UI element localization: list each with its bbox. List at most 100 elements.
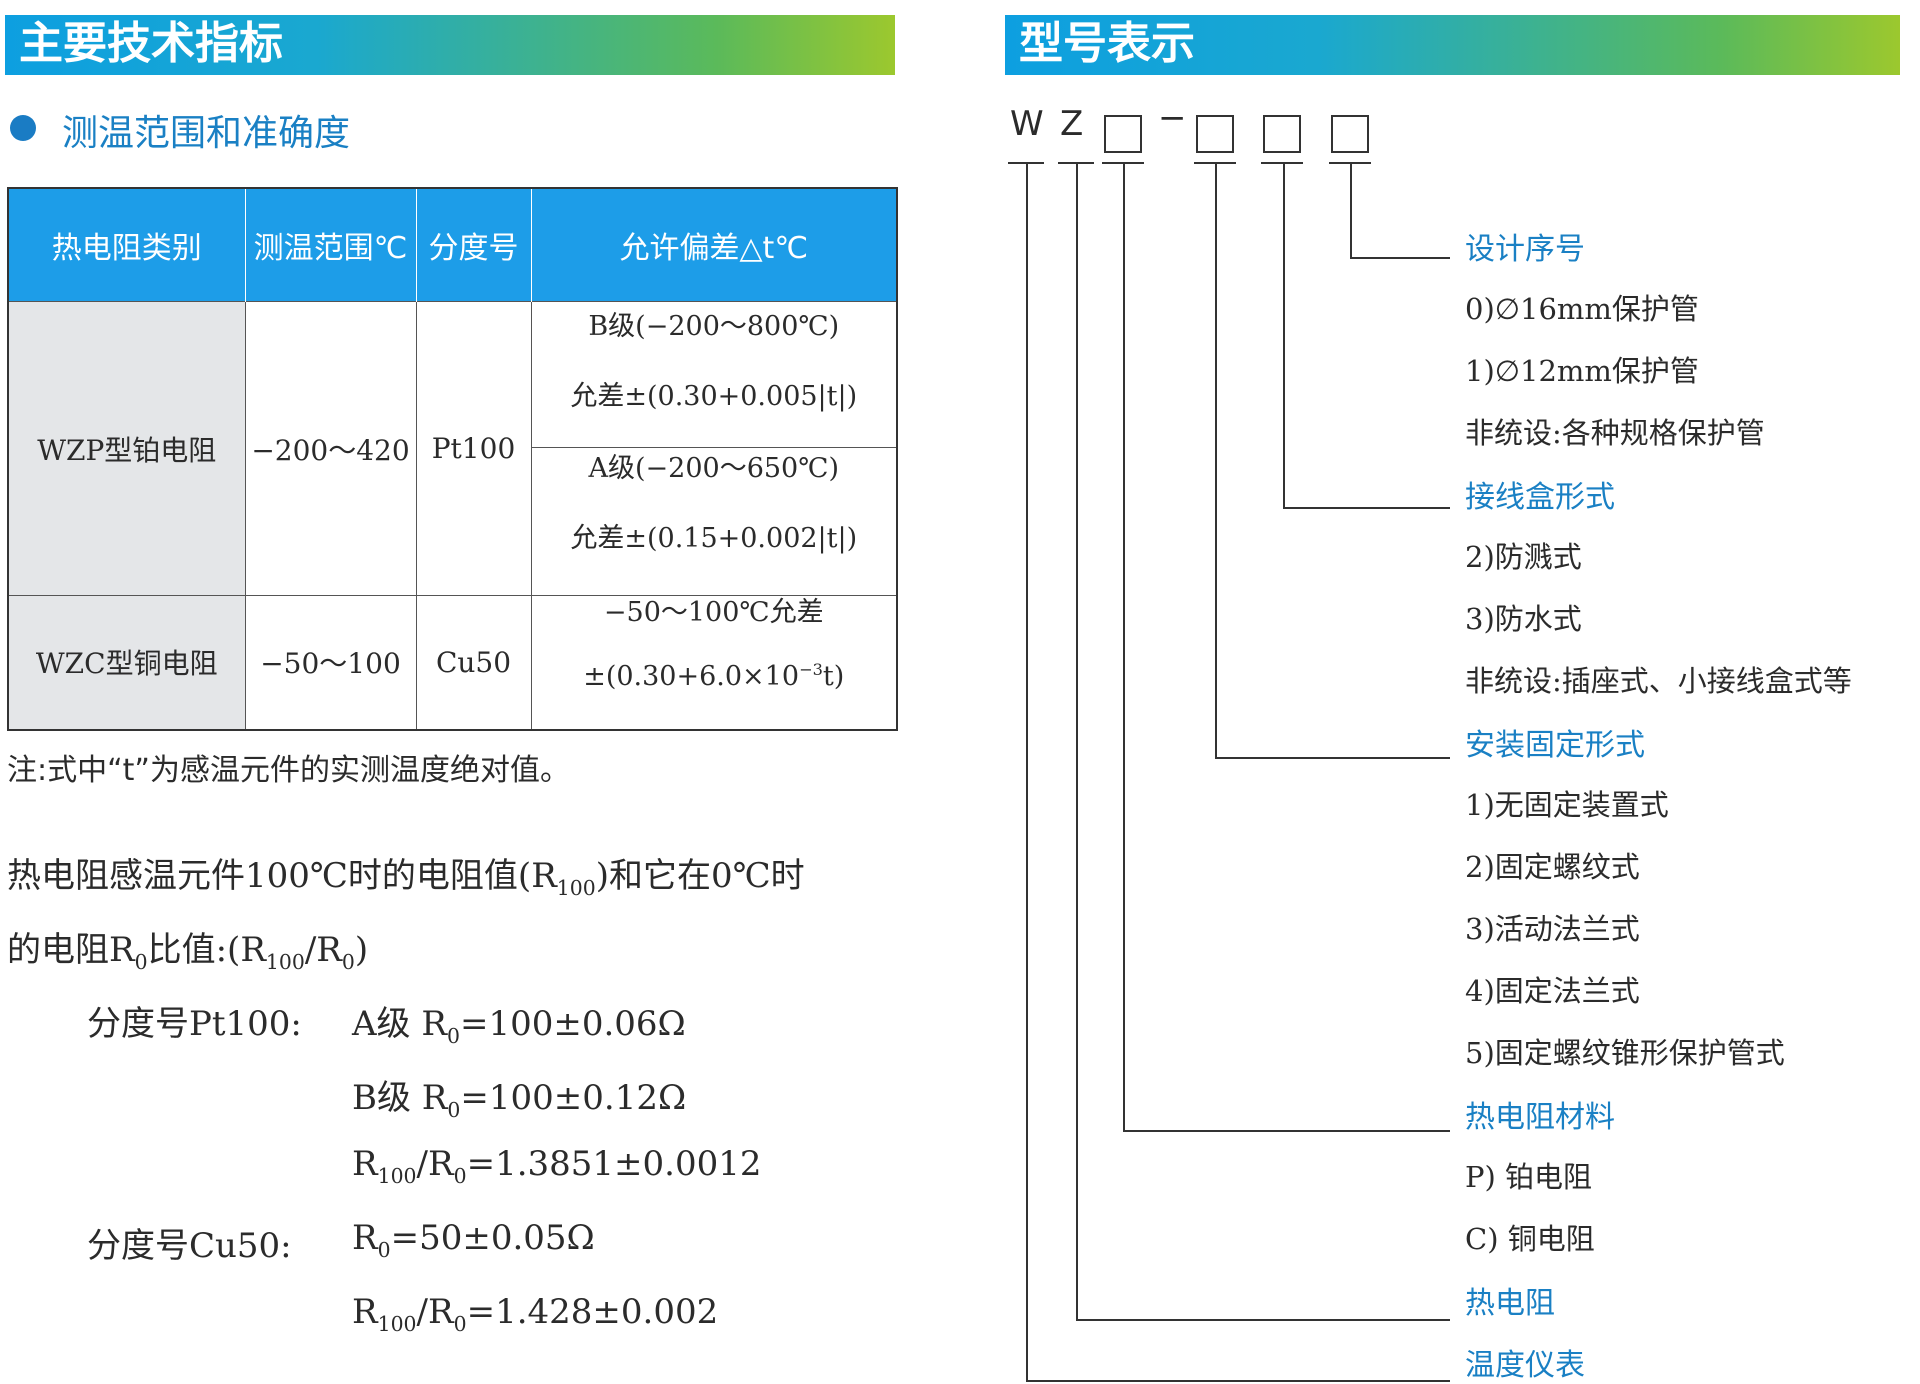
p2-sub2: 100 bbox=[265, 949, 305, 974]
legend-item: 2)防溅式 bbox=[1465, 540, 1582, 574]
p2-end: ) bbox=[354, 930, 369, 970]
pt100-b-formula: B级 R0=100±0.12Ω bbox=[352, 1070, 686, 1122]
cell-category: WZC型铜电阻 bbox=[7, 595, 246, 730]
legend-item: 2)固定螺纹式 bbox=[1465, 850, 1640, 884]
connector-mounting bbox=[1215, 162, 1217, 757]
underline-box3 bbox=[1261, 162, 1303, 164]
bullet-dot-icon bbox=[10, 115, 36, 141]
f-pt-b-post: =100±0.12Ω bbox=[460, 1078, 687, 1118]
section-banner-specs: 主要技术指标 bbox=[5, 15, 895, 75]
cell-range: −200～420 bbox=[244, 301, 417, 596]
f-cu-ratio-sub2: 0 bbox=[453, 1311, 467, 1336]
section-banner-model: 型号表示 bbox=[1005, 15, 1900, 75]
cell-index: Pt100 bbox=[415, 301, 532, 596]
legend-item: P) 铂电阻 bbox=[1465, 1160, 1593, 1194]
f-pt-r-post: =1.3851±0.0012 bbox=[466, 1144, 762, 1184]
p2-sub: 0 bbox=[134, 949, 148, 974]
subsection-title: 测温范围和准确度 bbox=[62, 113, 351, 154]
connector-material bbox=[1123, 162, 1125, 1130]
p1-post: )和它在0℃时 bbox=[595, 856, 805, 896]
legend-item: 4)固定法兰式 bbox=[1465, 974, 1640, 1008]
f-pt-b-pre: B级 R bbox=[352, 1078, 448, 1118]
cell-index: Cu50 bbox=[415, 595, 532, 730]
tol-cu-line2-post: t) bbox=[822, 661, 845, 692]
p1-sub: 100 bbox=[556, 875, 596, 900]
paragraph-line-2: 的电阻R0比值:(R100/R0) bbox=[7, 922, 368, 974]
tol-cu-line2: ±(0.30+6.0×10−3t) bbox=[532, 660, 897, 692]
f-pt-r-sub2: 0 bbox=[453, 1163, 467, 1188]
table-note: 注:式中“t”为感温元件的实测温度绝对值。 bbox=[7, 753, 570, 788]
legend-heading: 温度仪表 bbox=[1465, 1348, 1585, 1383]
table-row: WZP型铂电阻 −200～420 Pt100 B级(−200～800℃) 允差±… bbox=[7, 301, 898, 596]
connector-material-h bbox=[1123, 1130, 1450, 1132]
connector-mounting-h bbox=[1215, 757, 1450, 759]
connector-instrument-h bbox=[1026, 1380, 1450, 1382]
f-cu-ratio-slash: /R bbox=[416, 1292, 454, 1332]
connector-junction bbox=[1283, 162, 1285, 507]
tol-b-value: 允差±(0.30+0.005|t|) bbox=[570, 381, 858, 412]
f-pt-a-sub: 0 bbox=[446, 1023, 460, 1048]
connector-design-h bbox=[1350, 257, 1450, 259]
tol-cu-line2-pre: ±(0.30+6.0×10 bbox=[583, 661, 800, 692]
p2-sub3: 0 bbox=[341, 949, 355, 974]
legend-item: 非统设:各种规格保护管 bbox=[1465, 416, 1765, 450]
cu50-ratio-formula: R100/R0=1.428±0.002 bbox=[352, 1292, 718, 1336]
legend-item: 0)∅16mm保护管 bbox=[1465, 292, 1699, 326]
cell-tolerance: B级(−200～800℃) 允差±(0.30+0.005|t|) A级(−200… bbox=[530, 301, 898, 596]
p2-pre: 的电阻R bbox=[7, 930, 135, 970]
tol-cu-exp: −3 bbox=[799, 660, 823, 679]
model-letter-z: Z bbox=[1060, 104, 1084, 144]
pt100-ratio-formula: R100/R0=1.3851±0.0012 bbox=[352, 1144, 762, 1188]
legend-item: 1)无固定装置式 bbox=[1465, 788, 1669, 822]
f-cu-r: R bbox=[352, 1218, 378, 1258]
pt100-a-formula: A级 R0=100±0.06Ω bbox=[352, 996, 686, 1048]
legend-heading: 接线盒形式 bbox=[1465, 480, 1615, 515]
f-cu-ratio-post: =1.428±0.002 bbox=[466, 1292, 719, 1332]
f-cu-ratio-r: R bbox=[352, 1292, 378, 1332]
cell-category: WZP型铂电阻 bbox=[7, 301, 246, 596]
connector-resistor bbox=[1076, 162, 1078, 1319]
connector-junction-h bbox=[1283, 507, 1450, 509]
legend-heading: 设计序号 bbox=[1465, 232, 1585, 267]
model-letter-w: W bbox=[1010, 104, 1044, 144]
p2-slash: /R bbox=[304, 930, 342, 970]
legend-heading: 热电阻材料 bbox=[1465, 1100, 1615, 1135]
f-cu-r-post: =50±0.05Ω bbox=[390, 1218, 595, 1258]
legend-item: C) 铜电阻 bbox=[1465, 1222, 1595, 1256]
tol-a-grade: A级(−200～650℃) bbox=[588, 453, 839, 484]
f-pt-a-post: =100±0.06Ω bbox=[459, 1004, 686, 1044]
model-box-design bbox=[1331, 115, 1369, 153]
legend-item: 3)防水式 bbox=[1465, 602, 1582, 636]
f-pt-b-sub: 0 bbox=[447, 1097, 461, 1122]
header-category: 热电阻类别 bbox=[8, 188, 246, 302]
connector-resistor-h bbox=[1076, 1319, 1450, 1321]
p2-mid: 比值:(R bbox=[147, 930, 266, 970]
tol-cu-line1: −50～100℃允差 bbox=[603, 597, 824, 628]
paragraph-line-1: 热电阻感温元件100℃时的电阻值(R100)和它在0℃时 bbox=[7, 848, 805, 900]
cell-tolerance: −50～100℃允差 ±(0.30+6.0×10−3t) bbox=[530, 595, 898, 730]
legend-heading: 热电阻 bbox=[1465, 1286, 1555, 1321]
spec-table: 热电阻类别 测温范围℃ 分度号 允许偏差△t℃ WZP型铂电阻 −200～420… bbox=[7, 187, 898, 731]
legend-heading: 安装固定形式 bbox=[1465, 728, 1645, 763]
legend-item: 1)∅12mm保护管 bbox=[1465, 354, 1699, 388]
model-box-mounting bbox=[1196, 115, 1234, 153]
cu50-r0-formula: R0=50±0.05Ω bbox=[352, 1218, 595, 1262]
tol-divider bbox=[531, 447, 896, 448]
legend-item: 3)活动法兰式 bbox=[1465, 912, 1640, 946]
model-box-junction bbox=[1263, 115, 1301, 153]
connector-instrument bbox=[1026, 162, 1028, 1380]
tol-b-grade: B级(−200～800℃) bbox=[588, 311, 840, 342]
model-box-material bbox=[1104, 115, 1142, 153]
legend-item: 5)固定螺纹锥形保护管式 bbox=[1465, 1036, 1785, 1070]
model-dash: − bbox=[1158, 98, 1187, 138]
f-pt-a-pre: A级 R bbox=[352, 1004, 447, 1044]
f-pt-r-slash: /R bbox=[416, 1144, 454, 1184]
header-tolerance: 允许偏差△t℃ bbox=[531, 188, 897, 302]
table-row: WZC型铜电阻 −50～100 Cu50 −50～100℃允差 ±(0.30+6… bbox=[7, 595, 898, 730]
connector-design bbox=[1350, 162, 1352, 257]
f-cu-r-sub: 0 bbox=[377, 1237, 391, 1262]
header-range: 测温范围℃ bbox=[245, 188, 417, 302]
p1-pre: 热电阻感温元件100℃时的电阻值(R bbox=[7, 856, 557, 896]
f-pt-r: R bbox=[352, 1144, 378, 1184]
header-index: 分度号 bbox=[416, 188, 532, 302]
